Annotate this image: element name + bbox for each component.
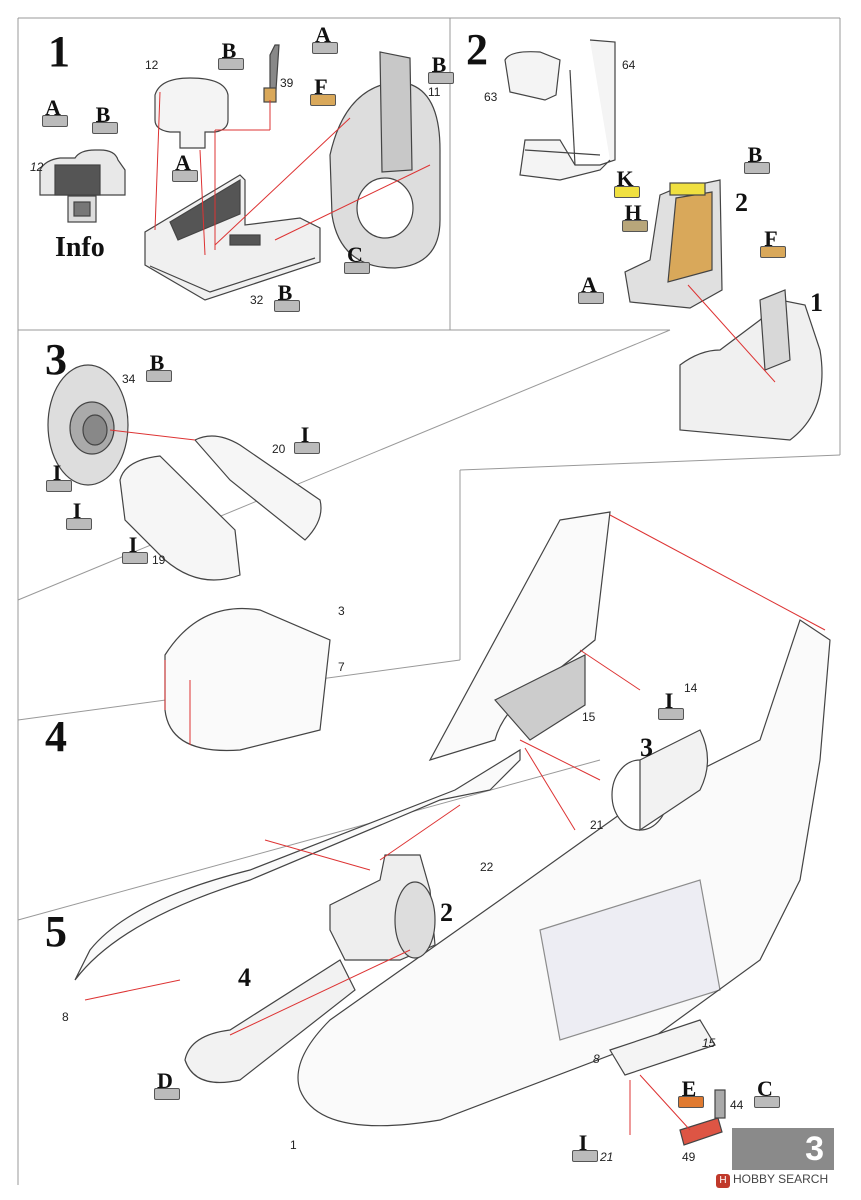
divider-5 <box>17 759 601 921</box>
step-5-sub-a: 4 <box>238 963 251 992</box>
color-callout-badge: A <box>40 97 70 129</box>
part-number: 12 <box>145 58 159 72</box>
color-callout-badge: I <box>64 500 94 532</box>
part-number: 15 <box>702 1036 716 1050</box>
part-number: 22 <box>480 860 494 874</box>
step2-seat-parts <box>504 39 616 181</box>
part-number: 34 <box>122 372 136 386</box>
part-number: 8 <box>62 1010 69 1024</box>
color-callout-badge: A <box>576 274 606 306</box>
part-number: 63 <box>484 90 498 104</box>
part-number: 14 <box>684 681 698 695</box>
color-callout-badge: D <box>152 1070 182 1102</box>
color-callout-badge: H <box>620 202 650 234</box>
step1-headrest <box>154 77 229 149</box>
part-number: 21 <box>590 818 604 832</box>
step-4-number: 4 <box>45 712 67 761</box>
part-number: 1 <box>290 1138 297 1152</box>
color-callout-badge: I <box>44 462 74 494</box>
step4-5-leaders <box>84 514 826 1135</box>
part-number: 7 <box>338 660 345 674</box>
step-1-number: 1 <box>48 27 70 76</box>
step1-cockpit-tub <box>144 174 321 301</box>
step-4-sub-b: 2 <box>440 898 453 927</box>
color-callout-badge: I <box>656 690 686 722</box>
color-callout-badge: B <box>144 352 174 384</box>
part-number: 15 <box>582 710 596 724</box>
color-callout-badge: B <box>216 40 246 72</box>
step1-stick <box>263 44 280 103</box>
step2-installed <box>679 289 823 441</box>
page-number-plate: 3 <box>732 1128 834 1170</box>
hobby-search-logo-icon: H <box>716 1174 730 1188</box>
color-callout-badge: C <box>752 1078 782 1110</box>
part-number: 64 <box>622 58 636 72</box>
step4-cockpit-assembly <box>329 854 436 961</box>
part-number: 32 <box>250 293 264 307</box>
color-callout-badge: B <box>426 54 456 86</box>
color-callout-badge: B <box>272 282 302 314</box>
part-number: 44 <box>730 1098 744 1112</box>
color-callout-badge: B <box>742 144 772 176</box>
step2-leader <box>687 284 776 383</box>
part-number: 3 <box>338 604 345 618</box>
step3-intake <box>47 364 322 581</box>
color-callout-badge: B <box>90 104 120 136</box>
part-number: 39 <box>280 76 294 90</box>
color-callout-badge: E <box>676 1078 706 1110</box>
panel-borders <box>17 17 841 1185</box>
step-2-sub-a: 2 <box>735 188 748 217</box>
color-callout-badge: A <box>170 152 200 184</box>
step-5-number: 5 <box>45 907 67 956</box>
color-callout-badge: I <box>570 1132 600 1164</box>
step-2-number: 2 <box>466 25 488 74</box>
color-callout-badge: F <box>758 228 788 260</box>
step1-bulkhead <box>329 51 441 269</box>
step3-leader <box>109 429 196 441</box>
step1-instrument-panel <box>39 149 126 223</box>
step-1-info-label: Info <box>55 232 105 263</box>
part-number: 49 <box>682 1150 696 1164</box>
step-3-number: 3 <box>45 335 67 384</box>
divider-4-top <box>459 454 841 471</box>
color-callout-badge: K <box>612 168 642 200</box>
part-number: 8 <box>593 1052 600 1066</box>
step1-leader-lines <box>154 91 431 256</box>
page-number: 3 <box>805 1130 824 1168</box>
step2-painted-seat <box>624 179 723 309</box>
watermark-text: HOBBY SEARCH <box>733 1172 829 1186</box>
fuselage <box>74 511 831 1146</box>
step-4-sub-a: 3 <box>640 733 653 762</box>
color-callout-badge: I <box>120 534 150 566</box>
color-callout-badge: F <box>308 76 338 108</box>
part-number: 19 <box>152 553 166 567</box>
step-2-sub-b: 1 <box>810 288 823 317</box>
part-number: 20 <box>272 442 286 456</box>
color-callout-badge: C <box>342 244 372 276</box>
part-number: 11 <box>428 85 441 99</box>
part-number: 12 <box>30 160 44 174</box>
part-number: 21 <box>600 1150 614 1164</box>
color-callout-badge: A <box>310 24 340 56</box>
color-callout-badge: I <box>292 424 322 456</box>
